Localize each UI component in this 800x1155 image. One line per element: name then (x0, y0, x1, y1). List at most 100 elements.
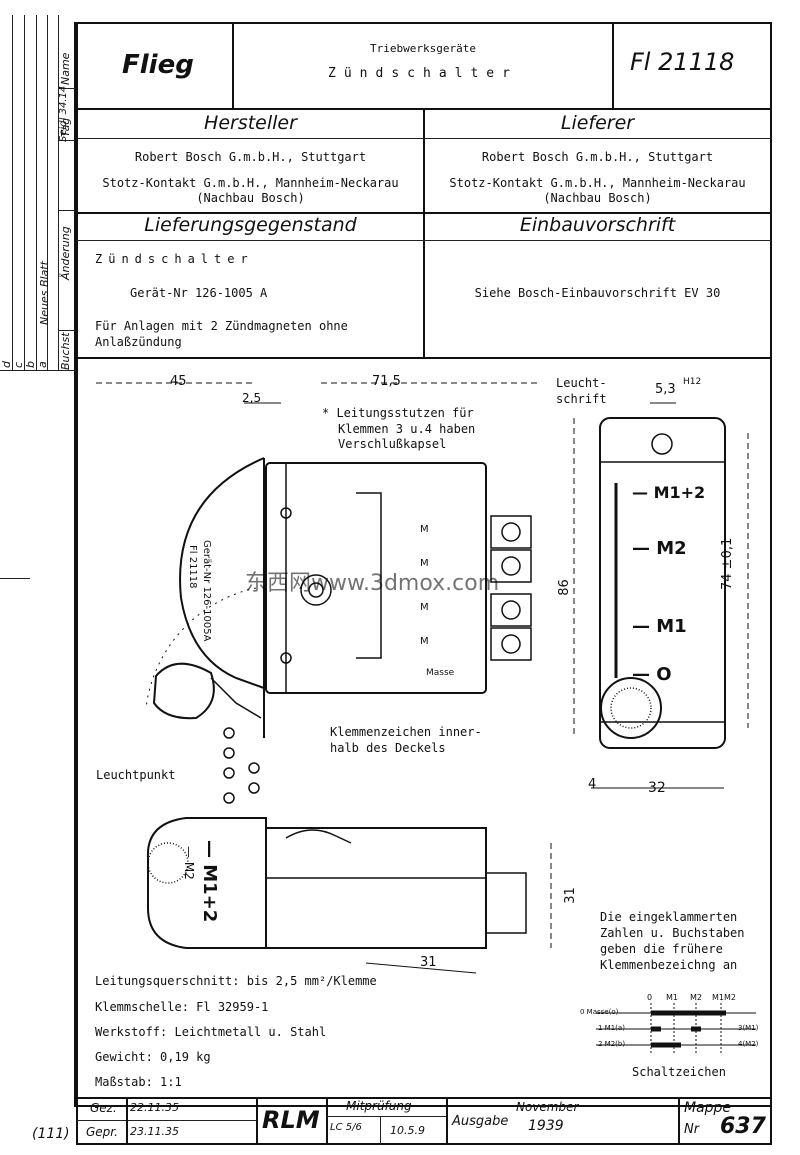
spec-line: Gewicht: 0,19 kg (95, 1050, 211, 1064)
section-divider (76, 212, 772, 214)
margin-line (58, 140, 75, 141)
terminal-block (490, 515, 532, 549)
item-label: Zündschalter (95, 252, 254, 266)
dim-31-vertical: 31 (562, 887, 578, 904)
note-star: * Leitungsstutzen für (322, 406, 474, 420)
dial-sweep-arc (145, 587, 257, 709)
schalt-col-label: M1M2 (712, 993, 736, 1002)
geraet-number: Gerät-Nr 126-1005 A (130, 286, 268, 300)
einbau-text: Siehe Bosch-Einbauvorschrift EV 30 (474, 286, 721, 300)
title-block-line (326, 1116, 446, 1117)
title-block-line (678, 1097, 680, 1145)
section-divider (76, 357, 772, 359)
shaft (300, 574, 332, 606)
note-klammer: Klemmenbezeichng an (600, 958, 738, 972)
nr-label: Nr (684, 1122, 700, 1137)
mappe-label: Mappe (684, 1100, 732, 1116)
spec-line: Maßstab: 1:1 (95, 1075, 182, 1089)
terminal-screw (501, 556, 521, 576)
spec-line: Leitungsquerschnitt: bis 2,5 mm²/Klemme (95, 974, 377, 988)
note-line: Für Anlagen mit 2 Zündmagneten ohne (95, 319, 348, 333)
gepr-label: Gepr. (86, 1125, 118, 1139)
chain-link (223, 747, 235, 759)
body-arc (179, 457, 265, 689)
hersteller-line: Robert Bosch G.m.b.H., Stuttgart (134, 150, 367, 164)
page-title: Zündschalter (328, 66, 518, 81)
gepr-date: 23.11.35 (130, 1125, 179, 1138)
chain-link (223, 792, 235, 804)
tag-label: Tag (59, 117, 72, 137)
lieferungsgegenstand-heading: Lieferungsgegenstand (144, 214, 357, 236)
mappe-value: 637 (720, 1114, 766, 1139)
side-mark: — M2 (182, 846, 196, 880)
side-view-terminal (485, 872, 527, 934)
neues-blatt-label: Neues Blatt (38, 261, 51, 325)
mit-date: 10.5.9 (390, 1124, 425, 1137)
chain-link (223, 727, 235, 739)
terminal-label: M (420, 636, 429, 647)
note-star: Verschlußkapsel (338, 437, 447, 451)
aenderung-label: Änderung (59, 226, 72, 280)
dim-5-3: 5,3 (655, 382, 676, 397)
hersteller-line: (Nachbau Bosch) (196, 191, 305, 205)
side-view-lamp (147, 842, 189, 884)
category-label: Triebwerksgeräte (370, 42, 476, 55)
schalt-row-label: 2 M2(b) (598, 1040, 626, 1048)
schalt-right-label: 4(M2) (738, 1040, 759, 1048)
dial-mark: — M2 (632, 538, 687, 559)
klemmenzeichen-label: Klemmenzeichen inner- (330, 725, 482, 739)
dim-4: 4 (588, 777, 597, 792)
terminal-label: M (420, 602, 429, 613)
device-label: Fl 21118 (187, 545, 198, 589)
terminal-screw (501, 634, 521, 654)
dim-86: 86 (556, 579, 572, 596)
hersteller-line: Stotz-Kontakt G.m.b.H., Mannheim-Neckara… (102, 176, 399, 190)
header-divider (232, 22, 234, 109)
spec-line: Klemmschelle: Fl 32959-1 (95, 1000, 269, 1014)
margin-line (36, 15, 37, 370)
side-mark: — M1+2 (199, 840, 220, 923)
lieferer-line: Robert Bosch G.m.b.H., Stuttgart (481, 150, 714, 164)
lieferer-heading: Lieferer (560, 112, 635, 134)
watermark: 东西网www.3dmox.com (245, 571, 500, 596)
doc-number: Fl 21118 (630, 48, 735, 76)
terminal-screw (501, 522, 521, 542)
cut-mark (0, 578, 30, 579)
dial-mark: — M1+2 (632, 483, 706, 502)
terminal-block (490, 593, 532, 627)
terminal-label: Masse (426, 668, 455, 678)
dial-hole (651, 433, 673, 455)
dial-plate (599, 417, 726, 749)
note-star: Klemmen 3 u.4 haben (338, 422, 476, 436)
device-label: Gerät-Nr 126-1005A (201, 540, 212, 642)
buchst-label: Buchst (59, 332, 72, 370)
housing-recess (356, 492, 382, 659)
gez-date: 22.11.35 (130, 1101, 179, 1114)
section-divider (76, 240, 772, 241)
rlm-label: RLM (262, 1106, 320, 1134)
mit-signature: LC 5/6 (330, 1122, 362, 1133)
dial-knob-inner (610, 687, 652, 729)
dial-mark: — M1 (632, 616, 687, 637)
screw-hole (280, 507, 292, 519)
margin-line (0, 370, 76, 371)
technical-drawing (96, 382, 756, 1053)
dim-71-5: 71,5 (372, 374, 401, 389)
note-line: Anlaßzündung (95, 335, 182, 349)
terminal-block (490, 549, 532, 583)
title-block (76, 1097, 772, 1145)
margin-line (58, 330, 75, 331)
leuchtschrift-label: Leucht- (556, 376, 607, 390)
title-block-line (76, 1120, 256, 1121)
chain-link (248, 762, 260, 774)
terminal-screw (501, 600, 521, 620)
terminal-label: M (420, 524, 429, 535)
terminal-label: M (420, 558, 429, 569)
gez-label: Gez. (90, 1101, 117, 1115)
klemmenzeichen-label: halb des Deckels (330, 741, 446, 755)
schalt-col-label: M1 (666, 993, 678, 1002)
mitpruefung-label: Mitprüfung (346, 1099, 412, 1113)
dim-45: 45 (170, 374, 187, 389)
chain-link (248, 782, 260, 794)
margin-line (47, 15, 48, 370)
